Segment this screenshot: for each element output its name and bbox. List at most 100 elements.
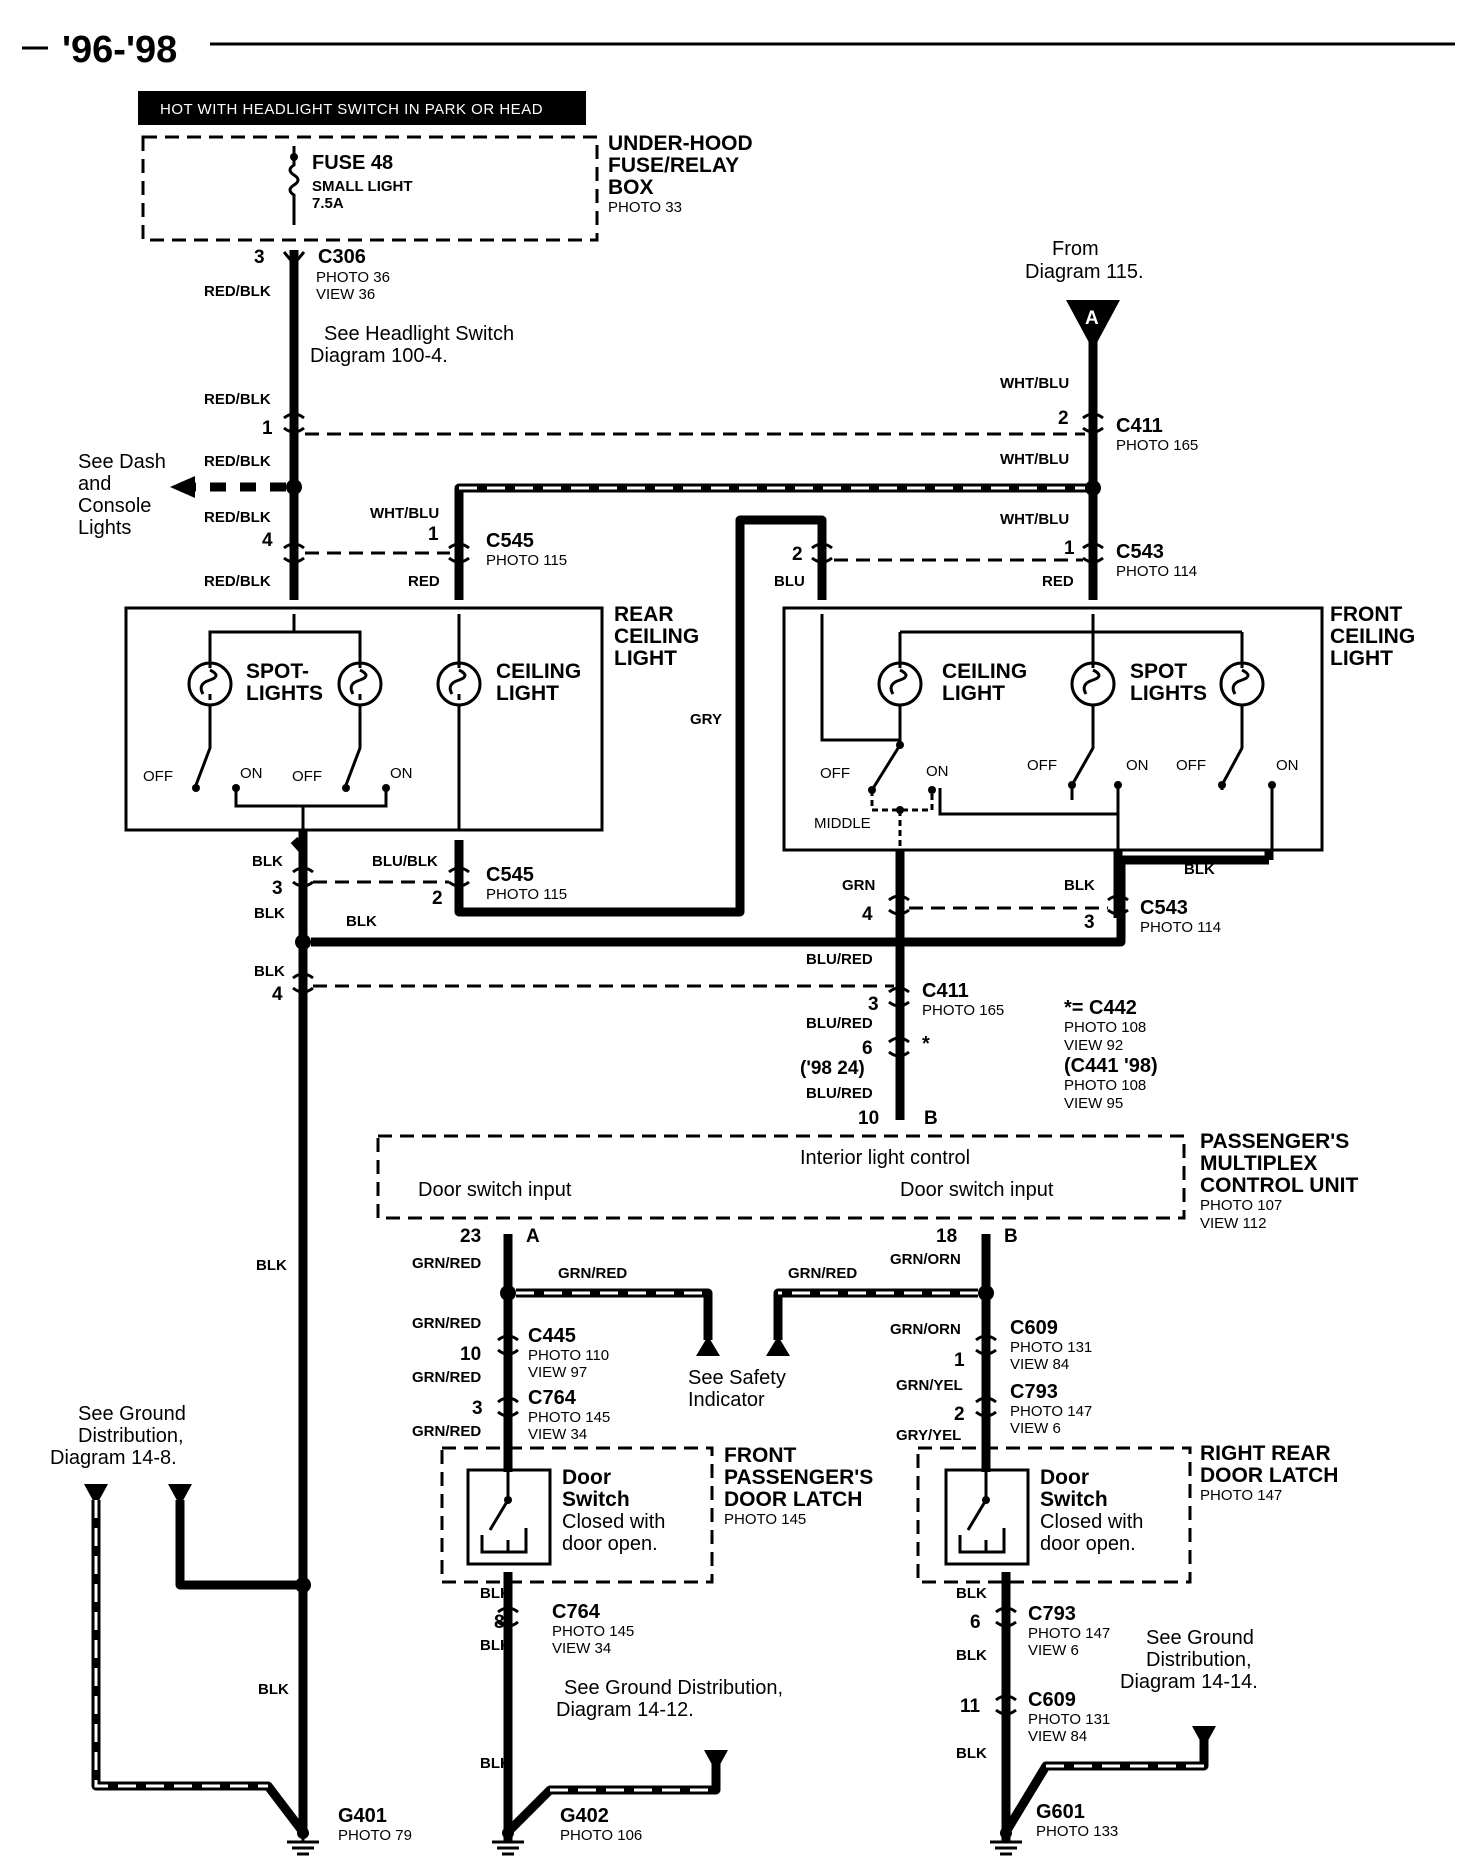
c306-photo: PHOTO 36 [316, 269, 390, 286]
c442-view1: VIEW 92 [1064, 1037, 1123, 1054]
c445-view: VIEW 97 [528, 1364, 587, 1381]
c764a-pin: 3 [472, 1398, 483, 1419]
wire-label-blk-7: BLK [480, 1585, 511, 1602]
c793a-photo: PHOTO 147 [1010, 1403, 1092, 1420]
wire-label-wht-blu-1: WHT/BLU [370, 505, 439, 522]
dash-note-1: See Dash [78, 451, 166, 473]
rear-off-1: OFF [143, 768, 173, 785]
rear-door-circuit [766, 1234, 1017, 1842]
connector-c543-top: 1 2 C543 PHOTO 114 [792, 538, 1197, 580]
c764b-photo: PHOTO 145 [552, 1623, 634, 1640]
rear-desc-1: Closed with [1040, 1511, 1143, 1533]
rear-title-3: LIGHT [614, 647, 677, 670]
wire-label-blk-8: BLK [480, 1637, 511, 1654]
fuse-rating: 7.5A [312, 195, 344, 212]
c764a-view: VIEW 34 [528, 1426, 587, 1443]
rear-latch-title-1: RIGHT REAR [1200, 1442, 1331, 1465]
front-ceiling-2: LIGHT [942, 682, 1005, 705]
c445-name: C445 [528, 1325, 576, 1347]
mpcs-title-2: MULTIPLEX [1200, 1152, 1317, 1175]
front-title-2: CEILING [1330, 625, 1415, 648]
c442-alt-pin: ('98 24) [800, 1058, 865, 1079]
c793b-view: VIEW 6 [1028, 1642, 1079, 1659]
mpcs-title-3: CONTROL UNIT [1200, 1174, 1358, 1197]
c543-bot-pin-right: 3 [1084, 912, 1095, 933]
mpcs-pin-right: 18 [936, 1226, 957, 1247]
c442-line2: (C441 '98) [1064, 1055, 1158, 1077]
c543-bot-name: C543 [1140, 897, 1188, 919]
c543-top-photo: PHOTO 114 [1116, 563, 1197, 580]
front-desc-2: door open. [562, 1533, 658, 1555]
spotlight-bulb-front-right [1219, 661, 1265, 707]
c306-pin: 3 [254, 247, 265, 268]
front-on-2: ON [1126, 757, 1149, 774]
connector-c793-top: 2 C793 PHOTO 147 VIEW 6 [954, 1381, 1092, 1437]
c445-photo: PHOTO 110 [528, 1347, 609, 1364]
c442-view2: VIEW 95 [1064, 1095, 1123, 1112]
wire-label-blk-10: BLK [956, 1585, 987, 1602]
front-off-2: OFF [1027, 757, 1057, 774]
wire-label-grn-red-4: GRN/RED [412, 1369, 481, 1386]
mpcs-pin-left-letter: A [526, 1226, 540, 1247]
c442-photo2: PHOTO 108 [1064, 1077, 1146, 1094]
rear-latch-photo: PHOTO 147 [1200, 1487, 1282, 1504]
c545-bot-photo: PHOTO 115 [486, 886, 567, 903]
fuse-name: SMALL LIGHT [312, 178, 413, 195]
c545-top-name: C545 [486, 530, 534, 552]
wire-label-blk-12: BLK [956, 1745, 987, 1762]
connector-c545-bottom: 3 2 C545 PHOTO 115 [272, 836, 567, 1000]
wire-label-red-1: RED [408, 573, 440, 590]
c306-view: VIEW 36 [316, 286, 375, 303]
front-off-3: OFF [1176, 757, 1206, 774]
from-diagram-marker: From Diagram 115. A [1025, 238, 1144, 350]
c545-top-photo: PHOTO 115 [486, 552, 567, 569]
wire-label-grn-red-3: GRN/RED [412, 1315, 481, 1332]
front-bottom-wires: 4 3 C543 PHOTO 114 3 C411 PHOTO 165 6 * … [800, 850, 1221, 1120]
front-title-3: LIGHT [1330, 647, 1393, 670]
rear-on-1: ON [240, 765, 263, 782]
ground-right-note-1: See Ground [1146, 1627, 1254, 1649]
c442-star: * [922, 1033, 930, 1055]
wire-label-blk-6: BLK [1184, 861, 1215, 878]
c609b-view: VIEW 84 [1028, 1728, 1087, 1745]
c764b-view: VIEW 34 [552, 1640, 611, 1657]
c609a-pin: 1 [954, 1350, 965, 1371]
front-latch-photo: PHOTO 145 [724, 1511, 806, 1528]
ground-mid-note-1: See Ground Distribution, [564, 1677, 783, 1699]
rear-ceiling-1: CEILING [496, 660, 581, 683]
wire-label-blk-13: BLK [256, 1257, 287, 1274]
mpcs-center: Interior light control [800, 1147, 970, 1169]
wire-label-wht-blu-4: WHT/BLU [1000, 511, 1069, 528]
c764b-name: C764 [552, 1601, 601, 1623]
c411-top-pin-left: 1 [262, 418, 273, 439]
rear-door-latch: Door Switch Closed with door open. RIGHT… [916, 1442, 1338, 1584]
ceiling-bulb-front [877, 661, 923, 707]
g401-photo: PHOTO 79 [338, 1827, 412, 1844]
c306-name: C306 [318, 246, 366, 268]
wire-label-blk-2: BLK [254, 905, 285, 922]
front-title-1: FRONT [1330, 603, 1402, 626]
connector-c764-top: 3 C764 PHOTO 145 VIEW 34 [472, 1387, 610, 1443]
rear-off-2: OFF [292, 768, 322, 785]
rear-latch-title-2: DOOR LATCH [1200, 1464, 1338, 1487]
spotlight-bulb-front-left [1070, 661, 1116, 707]
safety-note-2: Indicator [688, 1389, 765, 1411]
g402-name: G402 [560, 1805, 609, 1827]
front-spot-1: SPOT [1130, 660, 1187, 683]
c764a-photo: PHOTO 145 [528, 1409, 610, 1426]
wire-label-blk-9: BLK [480, 1755, 511, 1772]
fuse-box-title-3: BOX [608, 176, 654, 199]
wire-label-red-2: RED [1042, 573, 1074, 590]
wire-label-grn-red-5: GRN/RED [412, 1423, 481, 1440]
c764a-name: C764 [528, 1387, 577, 1409]
connector-c445: 10 C445 PHOTO 110 VIEW 97 [460, 1325, 609, 1381]
from-label-2: Diagram 115. [1025, 261, 1144, 283]
dash-note-4: Lights [78, 517, 131, 539]
front-off-1: OFF [820, 765, 850, 782]
wire-label-grn-red-1: GRN/RED [412, 1255, 481, 1272]
ground-g401: G401 PHOTO 79 [287, 1805, 412, 1856]
c793a-name: C793 [1010, 1381, 1058, 1403]
c543-top-pin-left: 2 [792, 544, 803, 565]
wire-label-blk-3: BLK [346, 913, 377, 930]
connector-c609-bottom: 11 C609 PHOTO 131 VIEW 84 [960, 1689, 1110, 1745]
